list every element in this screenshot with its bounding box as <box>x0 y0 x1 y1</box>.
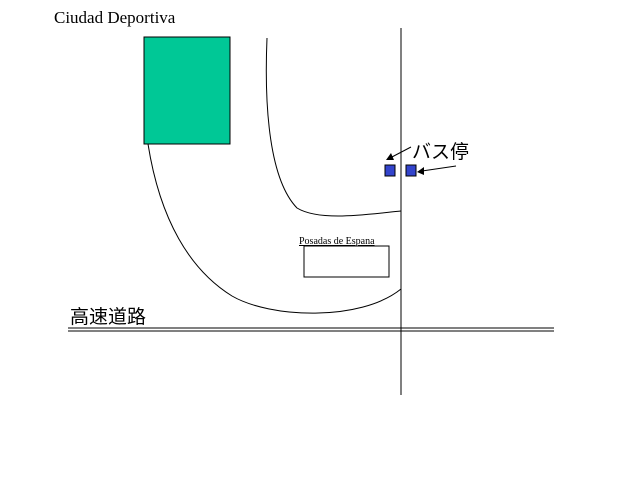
inner-curved-road <box>265 37 402 217</box>
arrow-head-east <box>417 167 424 175</box>
bus-stop-label: バス停 <box>412 141 469 163</box>
outer-curved-road <box>147 143 402 314</box>
hotel-label: Posadas de Espana <box>299 236 375 247</box>
title-ciudad-deportiva: Ciudad Deportiva <box>54 8 176 27</box>
highway-label: 高速道路 <box>70 306 146 328</box>
bus-stop-east <box>405 164 417 177</box>
bus-stop-west <box>384 164 396 177</box>
arrow-line-west <box>389 146 412 159</box>
stadium-block <box>143 36 231 145</box>
hotel-building <box>303 245 390 278</box>
arrow-head-west <box>386 153 394 160</box>
arrow-line-east <box>421 165 457 172</box>
